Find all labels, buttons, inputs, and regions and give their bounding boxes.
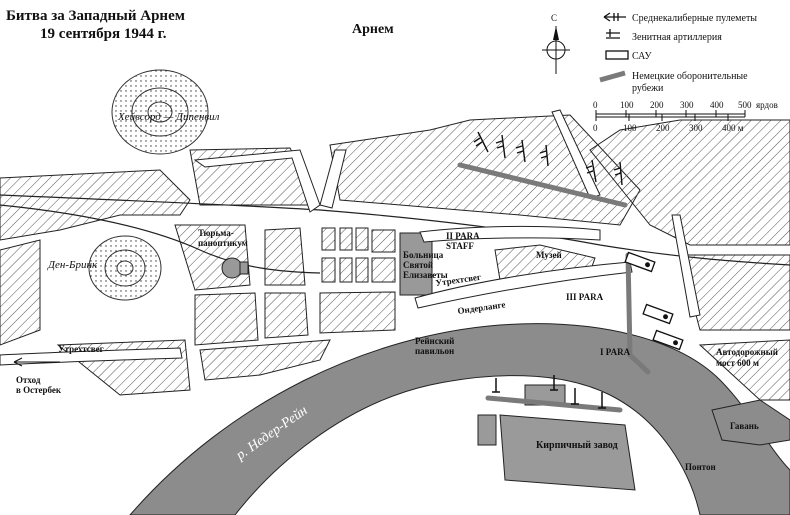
prison-label-1: Тюрьма- xyxy=(198,228,234,238)
scale-yard-400: 400 xyxy=(710,100,724,110)
map-date: 19 сентября 1944 г. xyxy=(40,26,167,42)
scale-yard-200: 200 xyxy=(650,100,664,110)
withdraw-label-2: в Остербек xyxy=(16,385,62,395)
iii-para-label: III PARA xyxy=(566,292,604,302)
road-bridge-label-2: мост 600 м xyxy=(716,358,759,368)
roads xyxy=(0,109,701,366)
scale-yard-100: 100 xyxy=(620,100,634,110)
hospital-block xyxy=(399,232,433,296)
harbour xyxy=(711,399,790,446)
rhine-pavilion-label-2: павильон xyxy=(415,346,454,356)
scale-m-100: 100 xyxy=(623,123,637,133)
ii-para-label-1: II PARA xyxy=(446,231,480,241)
harbour-label: Гавань xyxy=(730,421,759,431)
scale-m-300: 300 xyxy=(689,123,703,133)
heveadorp-hill xyxy=(111,69,209,155)
withdraw-label-1: Отход xyxy=(16,375,41,385)
scale-yard-0: 0 xyxy=(593,100,598,110)
prison-panopticon xyxy=(221,257,249,279)
legend-machine-gun: Среднекалиберные пулеметы xyxy=(632,13,757,24)
legend-defence-line-2: рубежи xyxy=(632,83,664,94)
hospital-label-1: Больница xyxy=(403,250,444,260)
prison-label-2: паноптикум xyxy=(198,238,248,248)
legend-defence-line: Немецкие оборонительные xyxy=(632,71,748,82)
heveadorp-label: Хейвсорд — Дипенвил xyxy=(117,111,220,123)
legend-icons xyxy=(599,12,629,83)
scale-bar xyxy=(595,110,746,121)
museum-label: Музей xyxy=(536,250,562,260)
legend-flak: Зенитная артиллерия xyxy=(632,32,722,43)
scale-m-400: 400 м xyxy=(722,123,744,133)
scale-yard-300: 300 xyxy=(680,100,694,110)
scale-m-200: 200 xyxy=(656,123,670,133)
rhine-pavilion-label-1: Рейнский xyxy=(415,336,454,346)
railway xyxy=(0,194,790,274)
utrechtseweg-label-2: Утрехтсвег xyxy=(58,344,104,354)
scale-yard-unit: ярдов xyxy=(756,100,778,110)
den-brink-label: Ден-Бринк xyxy=(47,259,98,271)
pontoon-label: Понтон xyxy=(685,462,716,472)
compass-north: С xyxy=(551,13,557,23)
flak-markers xyxy=(492,375,606,409)
compass xyxy=(542,26,570,74)
onderlangs-label: Ондерланге xyxy=(457,299,506,316)
legend-assault-gun: САУ xyxy=(632,51,653,62)
den-brink-hill xyxy=(88,235,162,301)
withdraw-arrow xyxy=(13,357,60,367)
machine-gun-markers xyxy=(473,131,623,186)
hospital-label-3: Елизаветы xyxy=(403,270,448,280)
scale-m-0: 0 xyxy=(593,123,598,133)
brickworks-label: Кирпичный завод xyxy=(536,440,618,451)
city-label: Арнем xyxy=(352,22,394,37)
hospital-label-2: Святой xyxy=(403,260,433,270)
i-para-label: I PARA xyxy=(600,347,631,357)
road-bridge-label-1: Автодорожный xyxy=(716,347,778,357)
assault-gun-markers xyxy=(624,251,684,351)
ii-para-label-2: STAFF xyxy=(446,241,474,251)
scale-yard-500: 500 xyxy=(738,100,752,110)
map-title: Битва за Западный Арнем xyxy=(6,8,185,24)
